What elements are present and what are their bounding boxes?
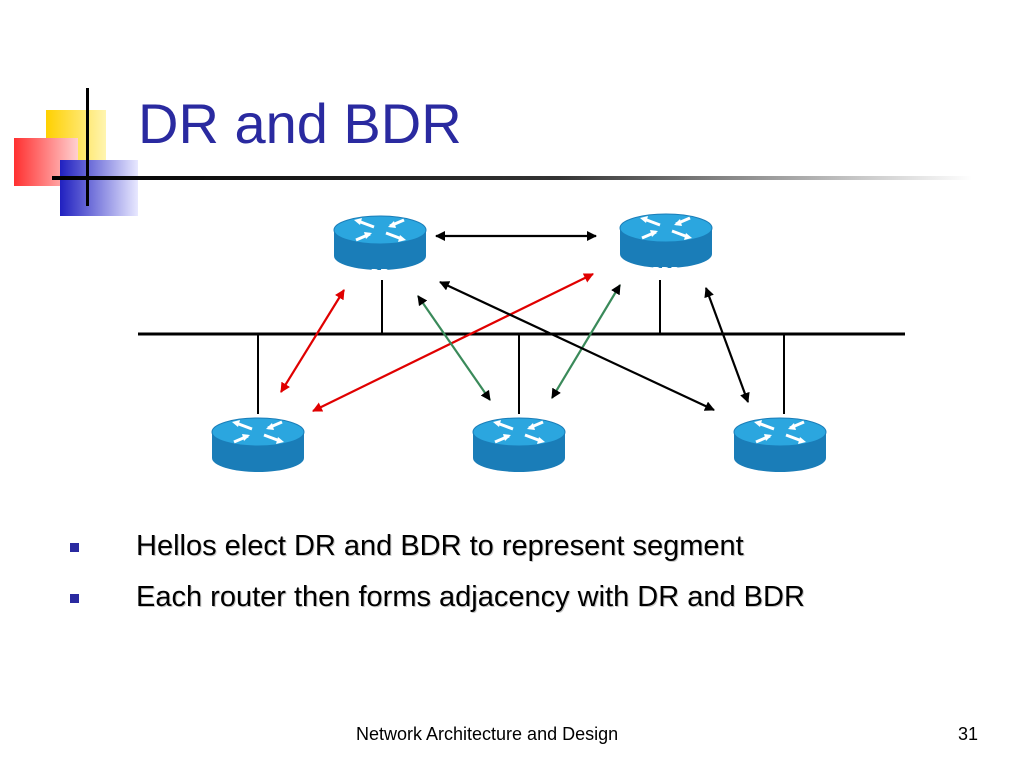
- bullet-item: Each router then forms adjacency with DR…: [70, 579, 890, 616]
- router-bdr: BDR: [618, 212, 714, 279]
- bullet-text: Hellos elect DR and BDR to represent seg…: [136, 530, 744, 562]
- link-bdr-r2: [551, 284, 621, 399]
- bullet-square-icon: [70, 594, 79, 603]
- deco-blue-square: [60, 160, 138, 216]
- router-icon: [618, 212, 714, 270]
- link-bdr-r3: [704, 287, 750, 403]
- link-dr-r1: [280, 289, 345, 393]
- deco-vertical-line: [86, 88, 89, 206]
- bullet-square-icon: [70, 543, 79, 552]
- link-bdr-r1: [312, 273, 594, 412]
- router-2: [471, 416, 567, 474]
- router-label-bdr: BDR: [652, 264, 679, 279]
- bullet-text: Each router then forms adjacency with DR…: [136, 581, 805, 613]
- router-3: [732, 416, 828, 474]
- bullet-item: Hellos elect DR and BDR to represent seg…: [70, 528, 890, 565]
- slide-title: DR and BDR: [138, 92, 462, 155]
- link-dr-r2: [417, 295, 491, 401]
- footer-title: Network Architecture and Design: [356, 724, 619, 744]
- router-1: [210, 416, 306, 474]
- decorative-squares: [14, 88, 138, 216]
- adjacency-links: [280, 231, 750, 412]
- title-underline: [52, 176, 972, 180]
- link-dr-r3: [439, 281, 715, 411]
- page-number: 31: [958, 724, 979, 744]
- bullet-list: Hellos elect DR and BDR to represent seg…: [70, 528, 890, 630]
- router-icon: [210, 416, 306, 474]
- router-label-dr: DR: [371, 266, 390, 281]
- router-icon: [732, 416, 828, 474]
- router-icon: [332, 214, 428, 272]
- lan-segment: [138, 280, 905, 414]
- router-dr: DR: [332, 214, 428, 281]
- router-icon: [471, 416, 567, 474]
